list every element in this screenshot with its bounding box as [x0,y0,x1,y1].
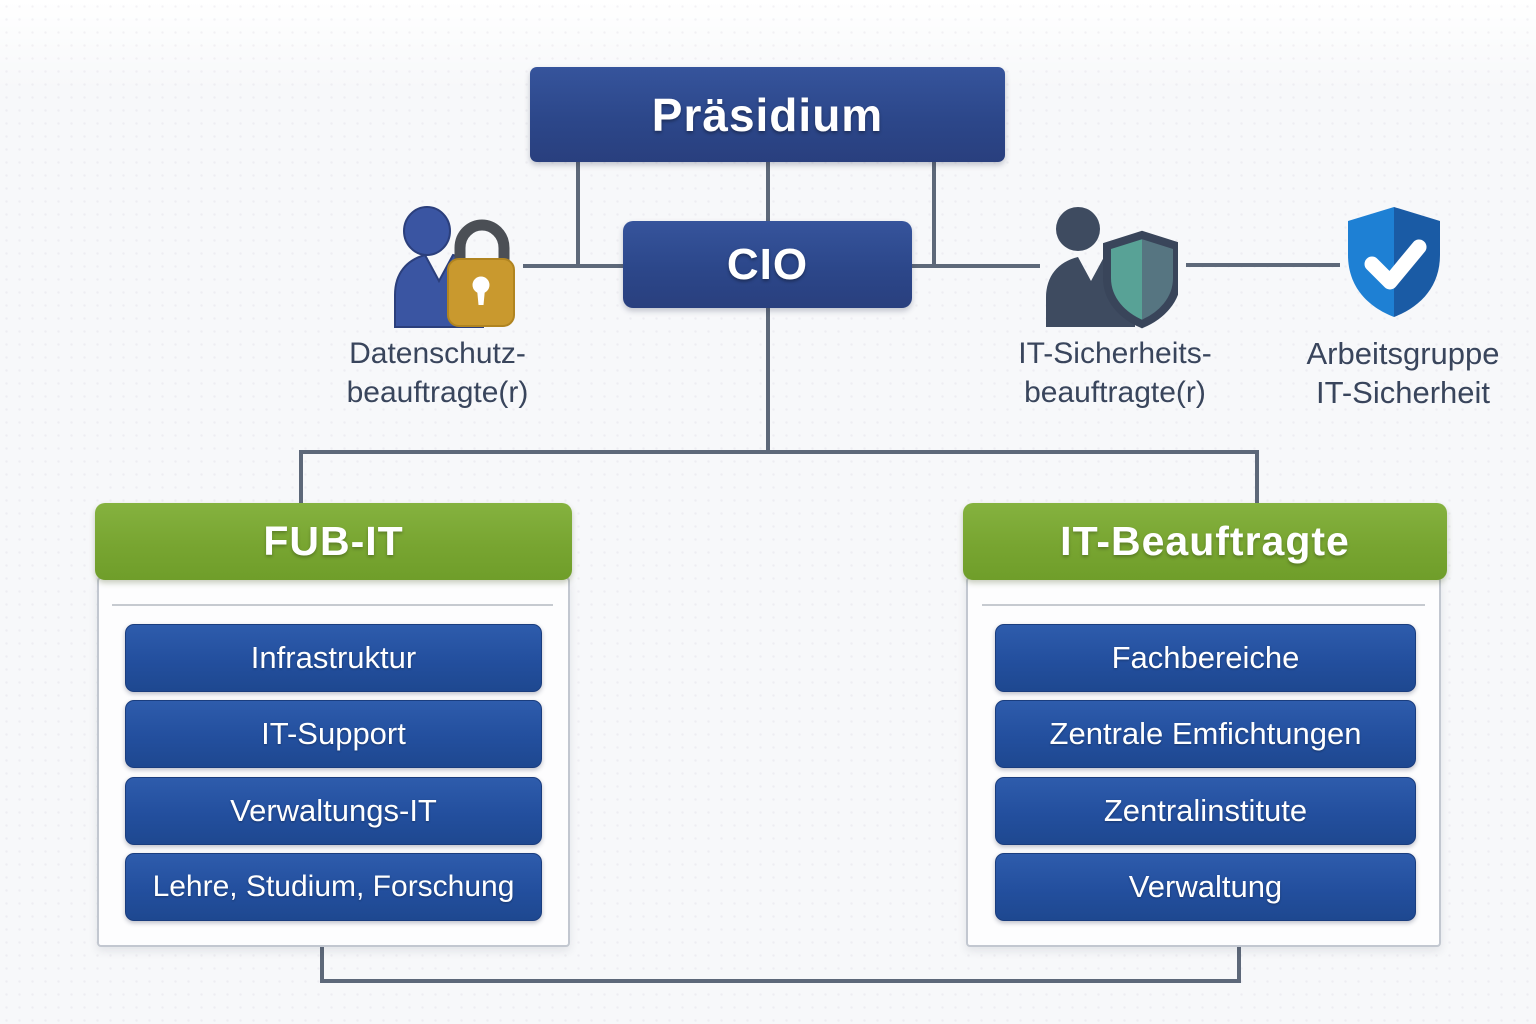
arbeitsgruppe-label: Arbeitsgruppe IT-Sicherheit [1306,336,1500,410]
fub-it-item-lehre-studium-forschung: Lehre, Studium, Forschung [125,853,542,921]
connector-line [299,450,1259,454]
person-lock-icon [394,206,515,328]
person-shield-icon [1046,207,1178,329]
connector-line [1255,450,1259,505]
connector-line [299,450,303,505]
it-beauftragte-title: IT-Beauftragte [1060,518,1350,564]
it-beauftragte-item-zentrale-einrichtungen: Zentrale Emfichtungen [995,700,1416,768]
praesidium-label: Präsidium [651,88,884,141]
fub-it-item-infrastruktur: Infrastruktur [125,624,542,692]
it-beauftragte-item-zentralinstitute: Zentralinstitute [995,777,1416,845]
fub-it-item-verwaltungs-it: Verwaltungs-IT [125,777,542,845]
praesidium-box: Präsidium [530,67,1005,162]
connector-line [1186,263,1340,267]
connector-line [320,941,324,983]
fub-it-header: FUB-IT [95,503,572,580]
shield-check-icon [1348,207,1440,317]
it-beauftragte-header: IT-Beauftragte [963,503,1447,580]
connector-line [523,264,629,268]
connector-line [910,264,1040,268]
it-beauftragte-item-verwaltung: Verwaltung [995,853,1416,921]
fub-it-item-it-support: IT-Support [125,700,542,768]
connector-line [1237,941,1241,983]
connector-line [766,162,770,224]
connector-line [320,979,1241,983]
separator-line [982,604,1425,606]
it-sicherheits-label: IT-Sicherheits- beauftragte(r) [1018,337,1212,409]
connector-line [576,162,580,268]
connector-line [932,162,936,268]
cio-box: CIO [623,221,912,308]
datenschutz-label: Datenschutz- beauftragte(r) [346,337,529,409]
separator-line [112,604,553,606]
fub-it-title: FUB-IT [263,518,404,564]
cio-label: CIO [726,239,809,289]
connector-line [766,306,770,452]
it-beauftragte-item-fachbereiche: Fachbereiche [995,624,1416,692]
